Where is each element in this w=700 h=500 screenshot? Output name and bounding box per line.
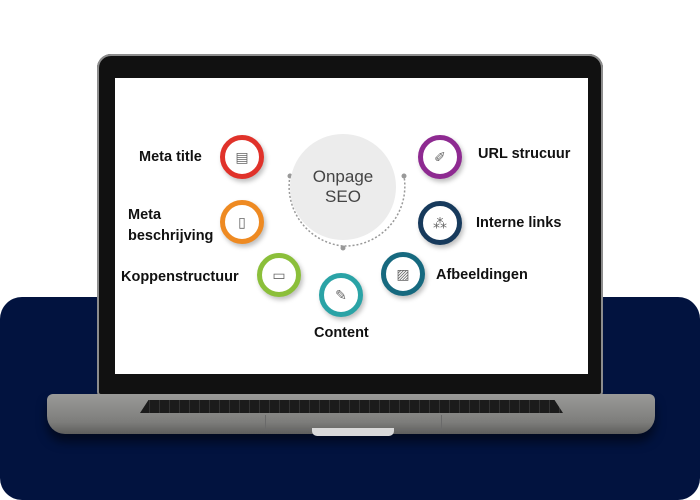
edit-content-icon: ✎ xyxy=(319,273,363,317)
network-links-icon: ⁂ xyxy=(418,201,462,245)
laptop-notch xyxy=(312,428,394,436)
laptop-keyboard xyxy=(140,400,563,413)
images-icon: ▨ xyxy=(381,252,425,296)
laptop-screen: Onpage SEO ▤ Meta title ▯ Meta beschrijv… xyxy=(115,78,588,374)
label-content: Content xyxy=(314,325,369,341)
center-line1: Onpage xyxy=(312,167,374,186)
browser-window-icon: ▭ xyxy=(257,253,301,297)
onpage-seo-center: Onpage SEO xyxy=(290,134,396,240)
label-koppenstructuur: Koppenstructuur xyxy=(121,269,239,285)
label-interne-links: Interne links xyxy=(476,215,562,231)
label-url-structuur: URL strucuur xyxy=(478,146,571,162)
label-meta-title: Meta title xyxy=(139,149,202,165)
webpage-title-icon: ▤ xyxy=(220,135,264,179)
label-afbeeldingen: Afbeeldingen xyxy=(436,267,528,283)
document-icon: ▯ xyxy=(220,200,264,244)
label-meta-line2: beschrijving xyxy=(128,228,214,244)
label-meta-line1: Meta xyxy=(128,207,162,223)
center-line2: SEO xyxy=(325,187,361,206)
laptop-pen-icon: ✐ xyxy=(418,135,462,179)
